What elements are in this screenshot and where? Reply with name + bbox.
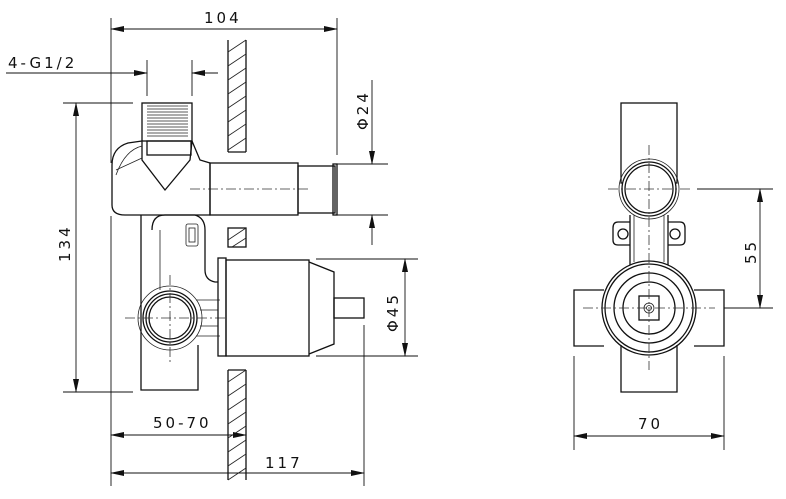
valve-cartridge (217, 257, 365, 357)
wall-section-lower (227, 369, 247, 481)
dim-70: 70 (573, 356, 725, 450)
threaded-inlet (141, 102, 193, 156)
wall-section-middle (227, 227, 247, 248)
dim-phi45: Φ45 (316, 258, 418, 357)
dim-label-104: 104 (204, 9, 242, 27)
dim-label-50-70: 50-70 (153, 414, 212, 432)
side-view: 104 4-G1/2 134 Φ24 (6, 9, 418, 486)
dim-label-55: 55 (742, 239, 760, 264)
dim-label-70: 70 (638, 415, 663, 433)
left-arm (573, 289, 604, 347)
bottom-pipe (620, 345, 678, 393)
dim-104: 104 (110, 9, 338, 163)
mounting-ear-right (668, 221, 686, 246)
dim-thread: 4-G1/2 (6, 54, 218, 96)
dim-label-phi24: Φ24 (354, 90, 372, 130)
dim-label-134: 134 (56, 224, 74, 262)
dim-55: 55 (697, 188, 773, 309)
right-arm (694, 289, 725, 347)
tee-body (111, 140, 310, 216)
front-view: 55 70 (573, 102, 773, 450)
dim-117: 117 (110, 325, 365, 486)
dim-50-70: 50-70 (110, 216, 247, 486)
wall-section-upper (227, 39, 247, 153)
mounting-ear-left (612, 221, 630, 246)
side-inlet-port (125, 275, 225, 362)
vertical-body (140, 214, 218, 391)
dim-label-117: 117 (265, 454, 303, 472)
dim-label-phi45: Φ45 (384, 292, 402, 332)
dim-134: 134 (56, 102, 133, 393)
outlet-pipe (209, 162, 338, 216)
dim-label-thread: 4-G1/2 (8, 54, 77, 72)
dim-phi24: Φ24 (337, 80, 388, 245)
